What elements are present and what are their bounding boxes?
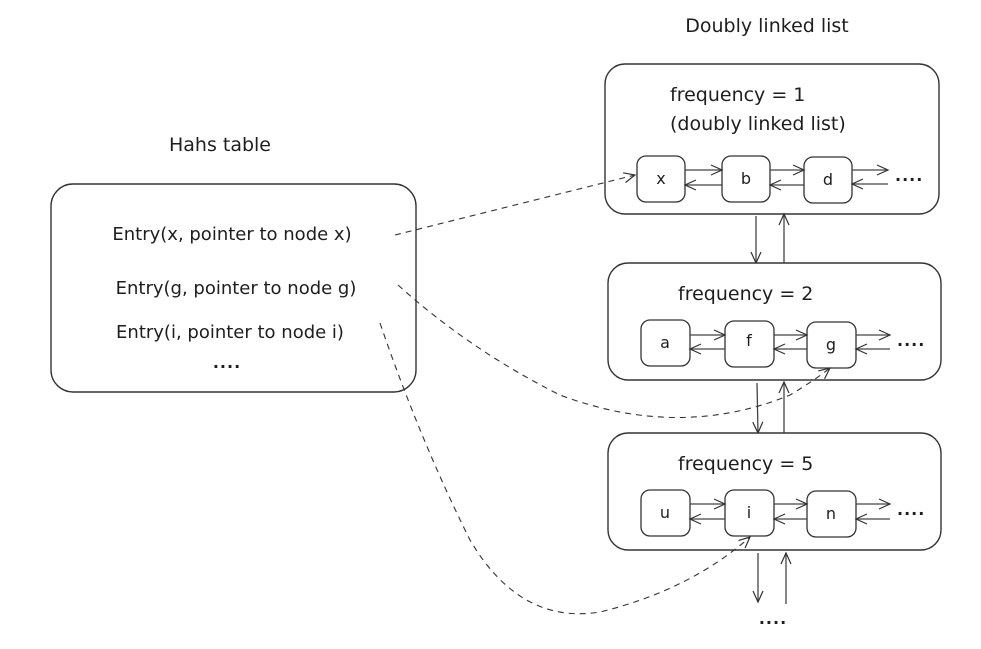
bucket-box (604, 63, 940, 215)
list-node[interactable] (636, 155, 686, 203)
node-label: x (656, 169, 665, 188)
node-label: g (826, 335, 836, 354)
down-arrow (752, 382, 764, 435)
bucket-label: frequency = 1 (670, 84, 805, 106)
node-label: d (823, 170, 833, 189)
hash-entry-x[interactable]: Entry(x, pointer to node x) (112, 224, 351, 245)
frequency-bucket-2: frequency = 2 a f g .... (607, 262, 942, 381)
hash-entry-g[interactable]: Entry(g, pointer to node g) (116, 278, 357, 299)
list-node[interactable] (724, 489, 775, 537)
list-node[interactable] (640, 319, 691, 367)
hash-table: Entry(x, pointer to node x) Entry(g, poi… (50, 183, 417, 393)
node-label: f (746, 331, 752, 350)
node-label: a (660, 333, 670, 352)
hash-entry-i[interactable]: Entry(i, pointer to node i) (116, 322, 344, 343)
frequency-bucket-1: frequency = 1 (doubly linked list) x b d… (604, 63, 940, 215)
hash-table-box (50, 183, 417, 393)
node-label: n (826, 504, 836, 523)
list-node[interactable] (721, 155, 771, 203)
bucket-sublabel: (doubly linked list) (670, 113, 846, 135)
list-node[interactable] (640, 489, 691, 537)
bucket-more: .... (897, 500, 925, 519)
node-label: b (741, 169, 751, 188)
bucket-more: .... (897, 331, 925, 350)
bucket-more: .... (895, 166, 923, 185)
node-label: i (747, 503, 751, 522)
frequency-bucket-5: frequency = 5 u i n .... (607, 432, 942, 551)
pointer-x (394, 172, 637, 236)
linked-list-title: Doubly linked list (685, 15, 849, 37)
bucket-label: frequency = 5 (678, 453, 813, 475)
hash-table-more: .... (213, 353, 241, 372)
node-label: u (660, 503, 670, 522)
bucket-label: frequency = 2 (678, 283, 813, 305)
pointer-i (379, 322, 752, 615)
list-more: .... (759, 609, 787, 628)
hash-table-title: Hahs table (169, 134, 271, 156)
pointer-g (397, 284, 832, 419)
